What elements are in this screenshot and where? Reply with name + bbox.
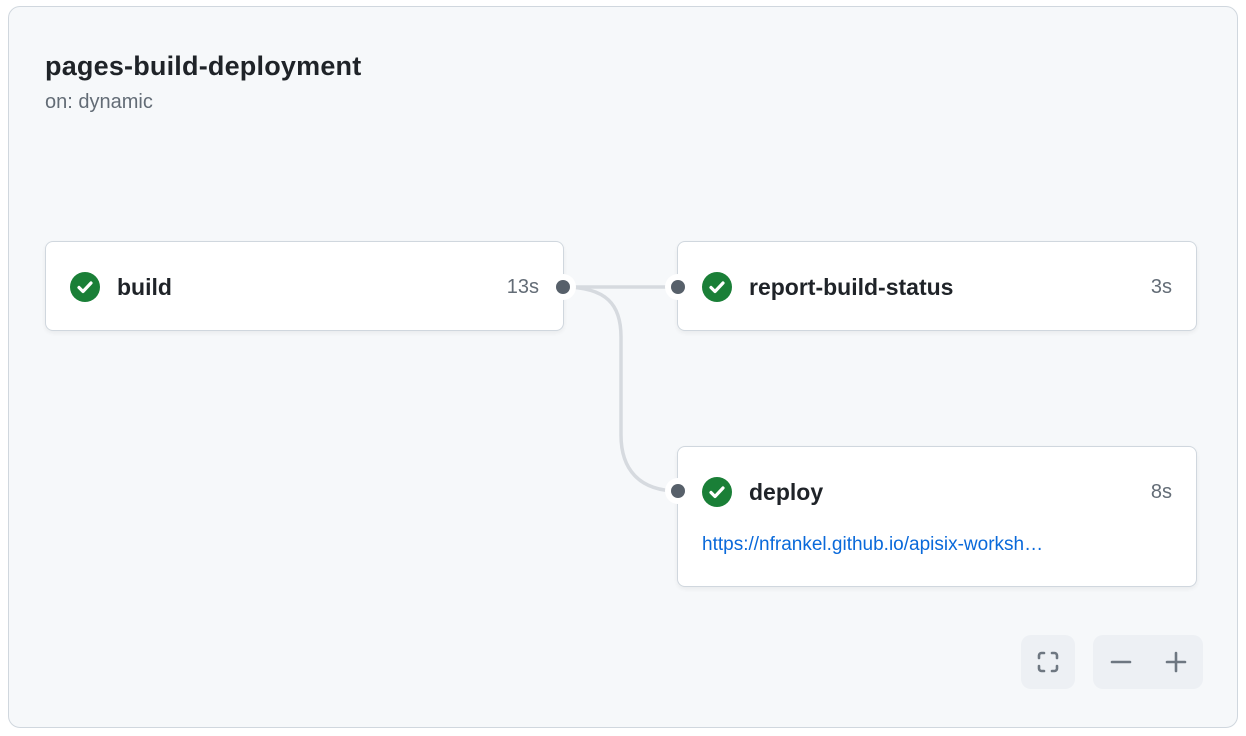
check-circle-icon <box>702 272 732 302</box>
check-circle-icon <box>702 477 732 507</box>
job-duration: 8s <box>1150 480 1172 503</box>
workflow-title: pages-build-deployment <box>45 51 362 81</box>
job-connector-lines <box>562 285 679 493</box>
zoom-control-group <box>1093 635 1203 689</box>
workflow-graph-canvas: pages-build-deployment on: dynamic build… <box>8 6 1238 728</box>
job-card-build[interactable]: build 13s <box>45 241 564 331</box>
job-card-deploy[interactable]: deploy 8s https://nfrankel.github.io/api… <box>677 446 1197 587</box>
connector-node-deploy-in <box>665 478 691 504</box>
job-row: build 13s <box>46 242 563 332</box>
graph-controls <box>1021 635 1203 689</box>
connector-node-report-in <box>665 274 691 300</box>
job-duration: 3s <box>1150 275 1172 298</box>
minus-icon <box>1110 660 1131 664</box>
job-row: deploy 8s <box>678 447 1196 537</box>
zoom-out-button[interactable] <box>1093 635 1148 689</box>
check-circle-icon <box>70 272 100 302</box>
job-card-report-build-status[interactable]: report-build-status 3s <box>677 241 1197 331</box>
job-name: report-build-status <box>749 273 954 300</box>
workflow-trigger: on: dynamic <box>45 91 153 113</box>
job-duration: 13s <box>506 275 539 298</box>
zoom-in-button[interactable] <box>1148 635 1203 689</box>
job-name: build <box>117 273 172 300</box>
workflow-header: pages-build-deployment on: dynamic <box>45 51 361 114</box>
job-name: deploy <box>749 478 824 505</box>
plus-icon <box>1165 651 1186 673</box>
deployment-url-link[interactable]: https://nfrankel.github.io/apisix-worksh… <box>702 534 1044 555</box>
fit-to-window-icon <box>1037 651 1059 673</box>
fit-to-window-button[interactable] <box>1021 635 1075 689</box>
job-row: report-build-status 3s <box>678 242 1196 332</box>
connector-node-build-out <box>550 274 576 300</box>
